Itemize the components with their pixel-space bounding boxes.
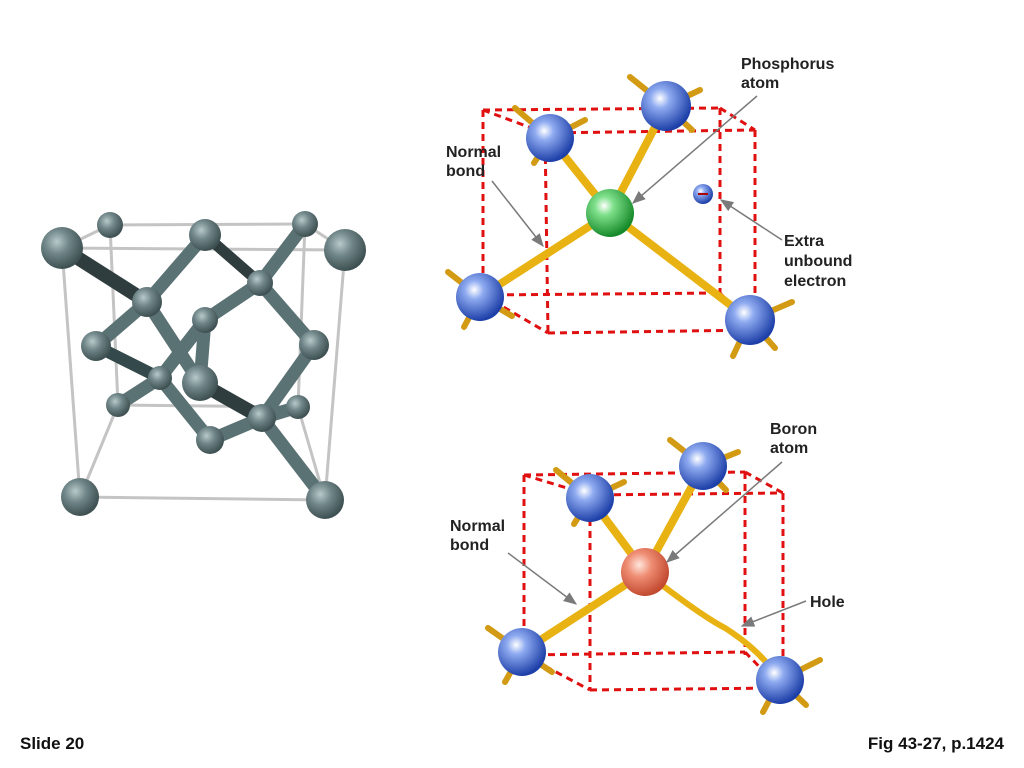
silicon-atom <box>148 366 172 390</box>
silicon-atom <box>248 404 276 432</box>
boron-atom <box>621 548 669 596</box>
phosphorus-arrows <box>491 95 783 248</box>
silicon-atom <box>132 287 162 317</box>
neighbor-atom <box>641 81 691 131</box>
silicon-atom <box>192 307 218 333</box>
neighbor-atom <box>498 628 546 676</box>
silicon-atom <box>292 211 318 237</box>
silicon-atom <box>41 227 83 269</box>
silicon-atom <box>81 331 111 361</box>
phosphorus-doping-diagram: Phosphorus atom Normal bond Extra unboun… <box>445 56 857 359</box>
figure-reference: Fig 43-27, p.1424 <box>867 734 1004 753</box>
boron-doping-diagram: Boron atom Normal bond Hole <box>450 421 845 715</box>
silicon-atom <box>324 229 366 271</box>
boron-atom-label: Boron atom <box>770 421 822 457</box>
phosphorus-atom-label: Phosphorus atom <box>741 56 839 92</box>
silicon-atoms <box>41 211 366 519</box>
extra-electron-label: Extra unbound electron <box>784 233 857 290</box>
silicon-atom <box>247 270 273 296</box>
silicon-atom <box>306 481 344 519</box>
normal-bond-label: Normal bond <box>446 144 506 180</box>
silicon-atom <box>182 365 218 401</box>
extra-electron <box>693 184 713 204</box>
neighbor-atom <box>725 295 775 345</box>
silicon-atom <box>61 478 99 516</box>
slide-number: Slide 20 <box>20 734 85 753</box>
silicon-atom <box>286 395 310 419</box>
normal-bond-label: Normal bond <box>450 518 510 554</box>
neighbor-atom <box>756 656 804 704</box>
silicon-atom <box>189 219 221 251</box>
hole-bond <box>642 569 783 683</box>
neighbor-atom <box>456 273 504 321</box>
silicon-crystal-lattice <box>41 211 366 519</box>
boron-arrows <box>507 461 807 627</box>
silicon-atom <box>97 212 123 238</box>
silicon-atom <box>106 393 130 417</box>
lattice-bonds <box>55 217 332 507</box>
silicon-atom <box>299 330 329 360</box>
neighbor-atom <box>679 442 727 490</box>
hole-label: Hole <box>810 594 845 611</box>
silicon-atom <box>196 426 224 454</box>
phosphorus-atom <box>586 189 634 237</box>
neighbor-atom <box>526 114 574 162</box>
neighbor-atom <box>566 474 614 522</box>
